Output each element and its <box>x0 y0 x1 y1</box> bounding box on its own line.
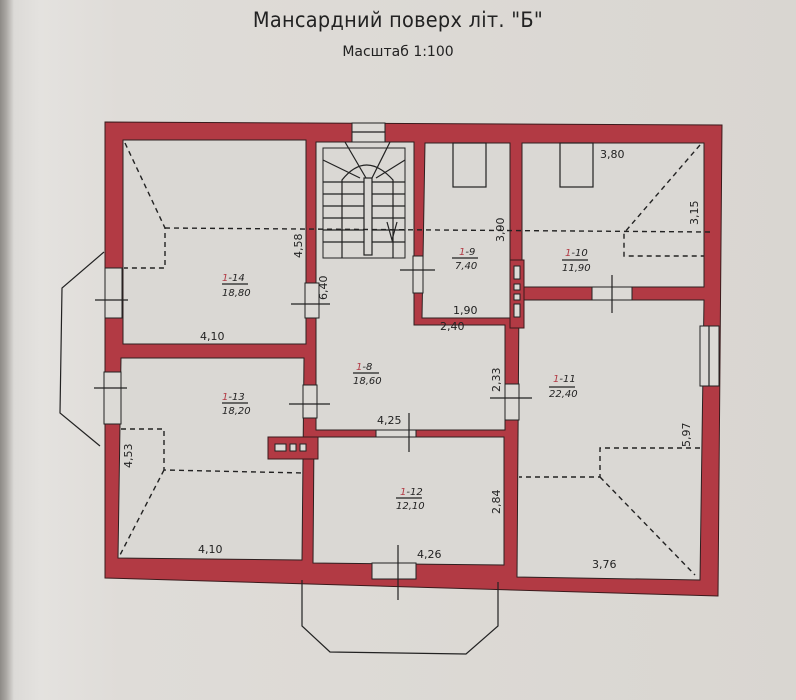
label-room-1-12: 1-12 12,10 <box>396 487 425 512</box>
svg-text:11,90: 11,90 <box>562 263 591 274</box>
window-left-lower <box>103 371 122 425</box>
dim-r10-height: 3,15 <box>688 201 701 226</box>
room-1-10 <box>521 142 705 288</box>
svg-text:1-12: 1-12 <box>400 487 423 498</box>
svg-text:1-14: 1-14 <box>222 273 245 284</box>
balcony-door <box>371 562 417 580</box>
dim-r12-width: 4,26 <box>417 548 442 561</box>
dim-r14-width: 4,10 <box>200 330 225 343</box>
dim-r8-width: 4,25 <box>377 414 402 427</box>
vent-4 <box>513 265 521 280</box>
door-1-14 <box>304 282 320 319</box>
dim-stair-length: 6,40 <box>317 276 330 301</box>
label-room-1-9: 1-9 7,40 <box>452 247 478 272</box>
dim-r8-height: 2,33 <box>490 368 503 393</box>
dim-r9-outer: 2,40 <box>440 320 465 333</box>
label-room-1-11: 1-11 22,40 <box>549 374 578 400</box>
vent-1 <box>274 443 287 452</box>
label-room-1-8: 1-8 18,60 <box>353 362 382 387</box>
vent-5 <box>513 283 521 291</box>
door-1-12 <box>375 429 417 438</box>
skylight-1-10 <box>559 142 594 188</box>
svg-text:18,20: 18,20 <box>222 406 251 417</box>
dim-r11-width: 3,76 <box>592 558 617 571</box>
label-room-1-14: 1-14 18,80 <box>222 273 251 299</box>
svg-text:7,40: 7,40 <box>455 261 477 272</box>
svg-text:1-13: 1-13 <box>222 392 245 403</box>
dim-r9-width: 1,90 <box>453 304 478 317</box>
skylight-1-9 <box>452 142 487 188</box>
room-1-12 <box>312 436 505 566</box>
room-1-11 <box>516 299 705 581</box>
door-1-9 <box>412 255 424 294</box>
svg-text:18,80: 18,80 <box>222 288 251 299</box>
svg-text:1-10: 1-10 <box>565 248 588 259</box>
room-1-13 <box>117 357 305 561</box>
dim-r12-height: 2,84 <box>490 490 503 515</box>
dim-r9-height: 3,90 <box>494 218 507 243</box>
plan-scale: Масштаб 1:100 <box>342 44 454 60</box>
svg-text:18,60: 18,60 <box>353 376 382 387</box>
svg-text:1-9: 1-9 <box>459 247 475 258</box>
svg-text:1-11: 1-11 <box>553 374 576 385</box>
vent-3 <box>299 443 307 452</box>
balcony-outline <box>301 580 499 655</box>
vent-6 <box>513 293 521 301</box>
door-1-13 <box>302 384 318 419</box>
room-1-14 <box>122 139 307 345</box>
bay-window-outline <box>59 251 105 447</box>
vent-2 <box>289 443 297 452</box>
door-1-11 <box>504 383 520 421</box>
dim-r14-height: 4,58 <box>292 234 305 259</box>
dim-r10-width: 3,80 <box>600 148 625 161</box>
vent-7 <box>513 303 521 318</box>
svg-text:12,10: 12,10 <box>396 501 425 512</box>
window-left-upper <box>104 267 123 319</box>
svg-text:22,40: 22,40 <box>549 389 578 400</box>
dim-r11-height: 5,97 <box>680 423 693 448</box>
svg-text:1-8: 1-8 <box>356 362 372 373</box>
plan-title: Мансардний поверх літ. "Б" <box>252 8 544 32</box>
room-stair-hall-1-8 <box>315 141 506 431</box>
label-room-1-10: 1-10 11,90 <box>562 248 591 274</box>
dim-r13-width: 4,10 <box>198 543 223 556</box>
dim-r13-height: 4,53 <box>122 444 135 469</box>
label-room-1-13: 1-13 18,20 <box>222 392 251 417</box>
